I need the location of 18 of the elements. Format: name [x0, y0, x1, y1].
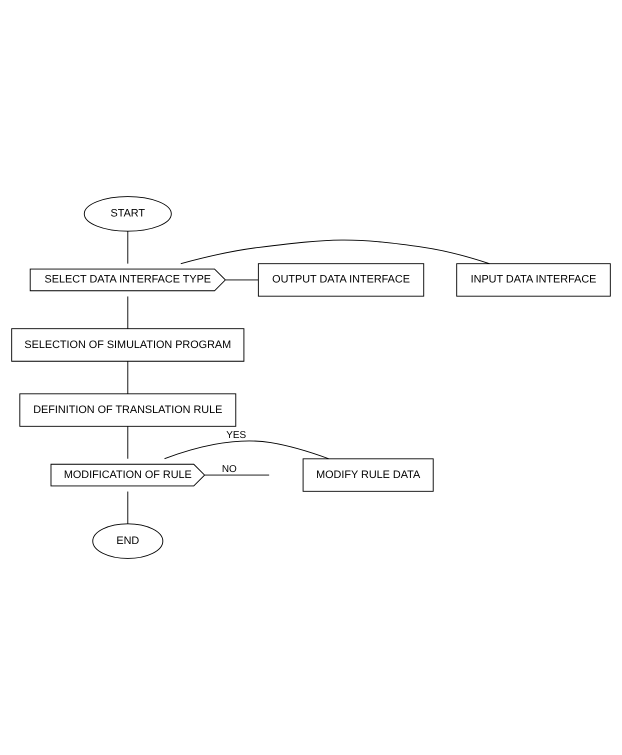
node-ellipse: END — [92, 523, 164, 559]
connector — [127, 296, 128, 330]
node-box: DEFINITION OF TRANSLATION RULE — [19, 393, 236, 427]
connector — [127, 230, 128, 264]
connector — [225, 279, 259, 280]
node-ellipse: START — [84, 196, 172, 232]
connector — [127, 426, 128, 460]
node-box: OUTPUT DATA INTERFACE — [258, 263, 424, 297]
node-box: MODIFY RULE DATA — [302, 458, 434, 492]
connector — [127, 361, 128, 394]
edge-label: NO — [222, 464, 237, 476]
connector — [164, 440, 330, 460]
connector — [204, 474, 270, 476]
node-box: INPUT DATA INTERFACE — [456, 263, 611, 297]
node-box: SELECTION OF SIMULATION PROGRAM — [11, 328, 244, 362]
connector — [127, 491, 128, 524]
edge-label: YES — [226, 430, 246, 442]
connector — [180, 240, 490, 264]
